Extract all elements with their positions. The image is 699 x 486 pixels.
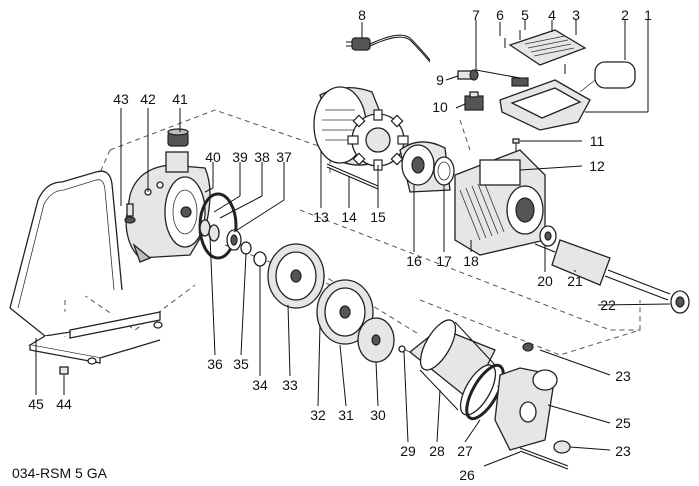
part-label-12: 12 xyxy=(589,158,605,174)
stator-housing xyxy=(454,149,546,256)
diffuser-disc xyxy=(267,243,325,309)
part-label-5: 5 xyxy=(521,7,529,23)
seal-parts xyxy=(199,219,267,267)
rotor-shaft xyxy=(534,239,671,301)
part-label-30: 30 xyxy=(370,407,386,423)
filler-cap xyxy=(167,128,189,147)
part-label-9: 9 xyxy=(436,72,444,88)
part-label-34: 34 xyxy=(252,377,268,393)
part-label-10: 10 xyxy=(432,99,448,115)
part-label-27: 27 xyxy=(457,443,473,459)
part-label-45: 45 xyxy=(28,396,44,412)
part-label-15: 15 xyxy=(370,209,386,225)
part-label-4-visible: 4 xyxy=(548,7,556,23)
drain-screw xyxy=(124,203,136,224)
part-label-21: 21 xyxy=(567,273,583,289)
end-cover xyxy=(494,367,558,451)
part-label-2: 2 xyxy=(621,7,629,23)
cap-plug-lower xyxy=(553,440,571,454)
wear-disc xyxy=(357,317,395,363)
small-screw-11 xyxy=(512,138,520,152)
pump-body xyxy=(125,151,211,263)
part-labels: 1 2 3 4 4 5 6 7 8 9 10 11 12 13 14 15 16… xyxy=(28,7,652,483)
part-label-3: 3 xyxy=(572,7,580,23)
part-label-23-lower: 23 xyxy=(615,443,631,459)
terminal-box-cover xyxy=(508,29,587,66)
part-label-44: 44 xyxy=(56,396,72,412)
part-label-29: 29 xyxy=(400,443,416,459)
part-label-36: 36 xyxy=(207,356,223,372)
part-label-35: 35 xyxy=(233,356,249,372)
bearing-20 xyxy=(539,225,557,247)
terminal-block xyxy=(511,77,529,87)
part-label-28: 28 xyxy=(429,443,445,459)
part-label-11: 11 xyxy=(590,133,605,149)
part-label-25: 25 xyxy=(615,415,631,431)
part-label-17: 17 xyxy=(436,253,452,269)
long-screw xyxy=(326,163,379,190)
fan xyxy=(347,109,409,171)
foot-nut xyxy=(59,366,69,375)
leader-lines xyxy=(35,20,671,467)
part-label-37: 37 xyxy=(276,149,292,165)
switch xyxy=(464,91,484,111)
part-label-38: 38 xyxy=(254,149,270,165)
part-label-26: 26 xyxy=(459,467,475,483)
part-label-31: 31 xyxy=(338,407,354,423)
power-cable xyxy=(346,34,431,63)
impeller-disc xyxy=(316,279,374,345)
tie-rod xyxy=(519,447,569,470)
part-label-14: 14 xyxy=(341,209,357,225)
part-label-33: 33 xyxy=(282,377,298,393)
part-label-13: 13 xyxy=(313,209,329,225)
part-label-16: 16 xyxy=(406,253,422,269)
part-label-41: 41 xyxy=(172,91,188,107)
cap-plug-upper xyxy=(522,342,534,352)
part-label-39: 39 xyxy=(232,149,248,165)
part-label-8: 8 xyxy=(358,7,366,23)
bearing-22 xyxy=(670,290,690,314)
drawing-code: 034-RSM 5 GA xyxy=(12,465,108,481)
part-label-32: 32 xyxy=(310,407,326,423)
part-label-22: 22 xyxy=(600,297,616,313)
part-label-6: 6 xyxy=(496,7,504,23)
part-label-42: 42 xyxy=(140,91,156,107)
washer xyxy=(398,345,406,353)
part-label-18: 18 xyxy=(463,253,479,269)
capacitor xyxy=(579,61,636,93)
cable-gland xyxy=(457,69,479,81)
part-label-23-upper: 23 xyxy=(615,368,631,384)
motor-casing xyxy=(408,319,497,416)
part-label-40: 40 xyxy=(205,149,221,165)
frame-stand xyxy=(9,170,163,365)
part-label-1: 1 xyxy=(644,7,652,23)
terminal-box xyxy=(499,79,591,131)
part-label-43: 43 xyxy=(113,91,129,107)
part-label-20: 20 xyxy=(537,273,553,289)
casing-o-ring xyxy=(465,363,505,421)
bearing-ring xyxy=(433,156,455,186)
part-label-7: 7 xyxy=(472,7,480,23)
